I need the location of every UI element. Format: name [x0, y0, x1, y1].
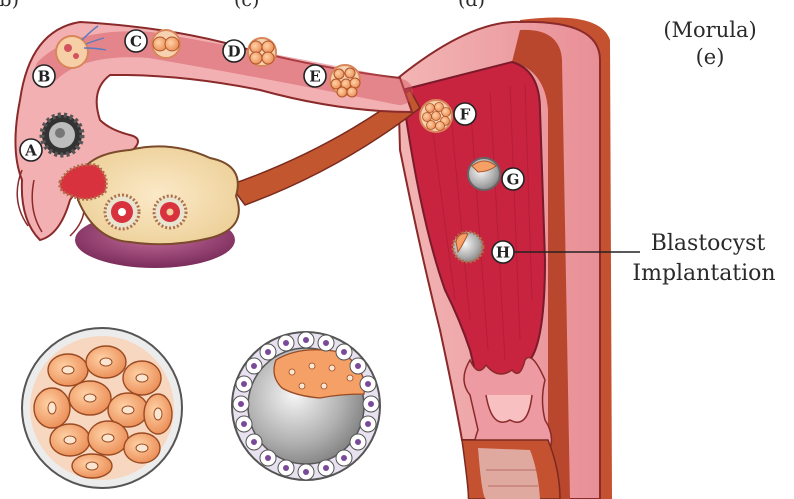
enlarged-blastocyst — [231, 331, 381, 481]
label-b: (b) — [0, 0, 19, 11]
label-c: (c) — [234, 0, 259, 11]
four-cell-embryo-stage-d — [247, 37, 277, 67]
stage-label-d: D — [222, 39, 246, 63]
svg-text:G: G — [507, 171, 520, 189]
enlarged-morula — [21, 327, 183, 489]
svg-text:C: C — [130, 33, 142, 51]
oocyte-stage-a — [39, 112, 85, 158]
morula-stage-f — [419, 99, 453, 133]
two-cell-embryo-stage-c — [151, 29, 181, 59]
blastocyst-stage-g — [467, 157, 501, 191]
eight-cell-embryo-stage-e — [329, 64, 361, 98]
stage-label-g: G — [501, 167, 525, 191]
stage-label-e: E — [303, 64, 327, 88]
stage-label-f: F — [453, 102, 477, 126]
morula-label: (Morula) — [663, 18, 756, 42]
implantation-label: Implantation — [632, 261, 775, 286]
svg-text:D: D — [227, 43, 240, 61]
svg-text:H: H — [496, 244, 510, 262]
svg-text:E: E — [309, 68, 320, 86]
ovary — [58, 145, 240, 268]
svg-text:F: F — [460, 106, 471, 124]
stage-label-a: A — [19, 138, 43, 162]
stage-label-h: H — [491, 240, 515, 264]
svg-text:A: A — [24, 142, 37, 160]
zygote-fertilization-stage-b — [55, 25, 107, 69]
implanting-blastocyst-stage-h — [451, 230, 485, 264]
blastocyst-label: Blastocyst — [651, 231, 766, 256]
morula-sublabel: (e) — [696, 45, 725, 69]
stage-label-b: B — [32, 64, 56, 88]
stage-label-c: C — [124, 29, 148, 53]
label-d: (d) — [458, 0, 485, 11]
svg-text:B: B — [38, 68, 51, 86]
